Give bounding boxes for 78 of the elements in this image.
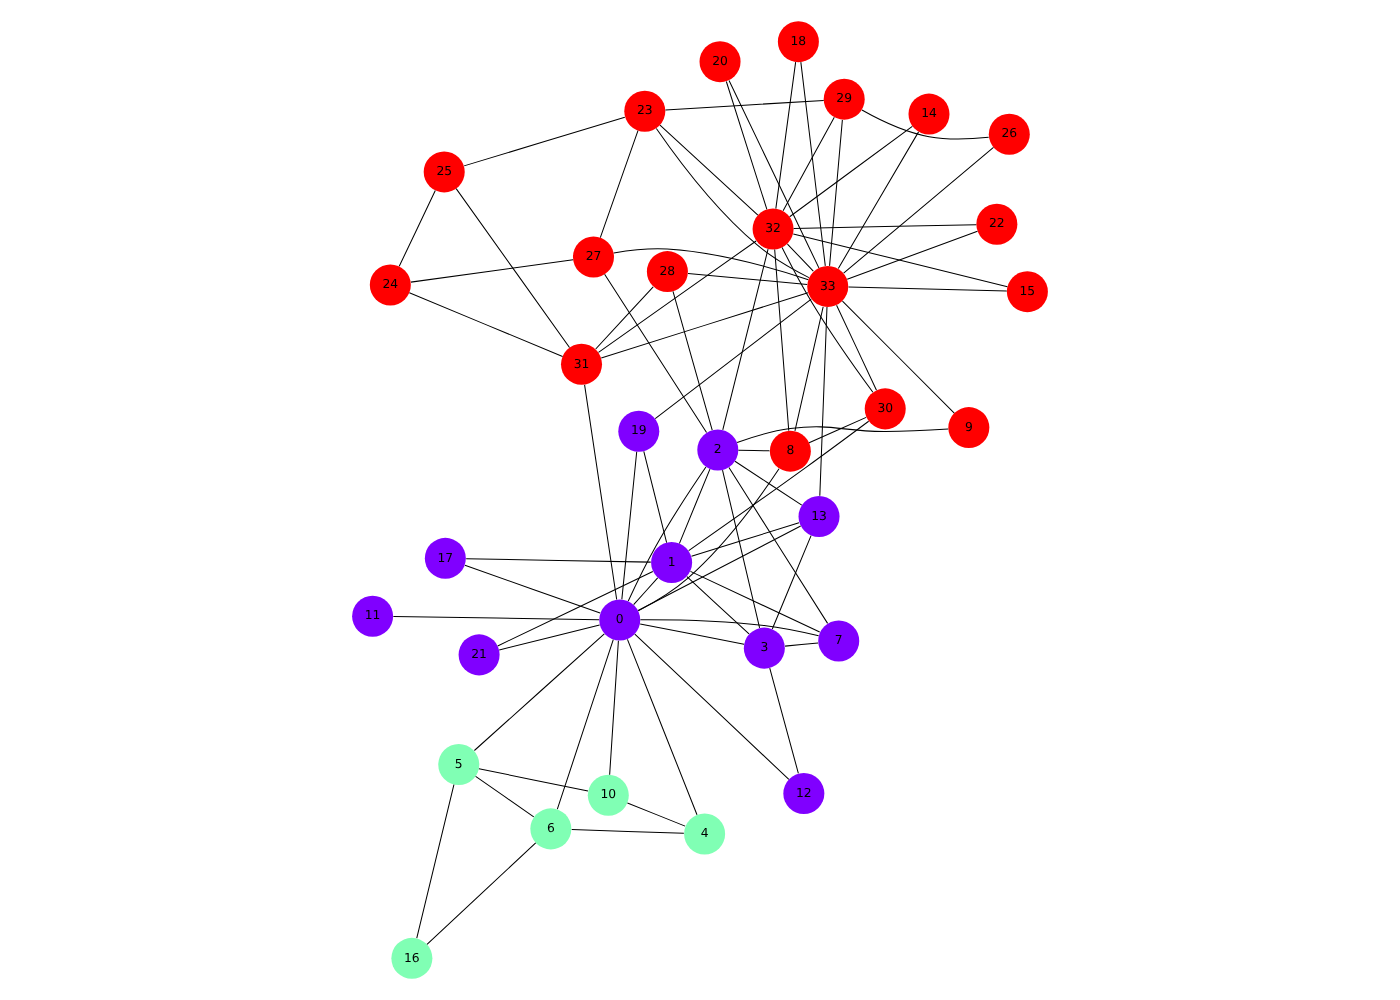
- connector: [861, 109, 990, 140]
- connector: [808, 416, 867, 444]
- connector: [687, 273, 808, 286]
- connector: [609, 640, 619, 776]
- connector: [626, 802, 686, 827]
- connector: [793, 224, 977, 230]
- connector: [410, 259, 574, 283]
- connector: [664, 99, 825, 111]
- connector: [600, 292, 809, 359]
- connector: [782, 116, 835, 212]
- connector: [769, 667, 799, 774]
- connector: [781, 246, 874, 393]
- connector: [829, 119, 843, 267]
- connector: [473, 633, 605, 752]
- connector: [595, 286, 654, 350]
- connector: [789, 125, 913, 218]
- connector: [678, 468, 711, 544]
- connector: [584, 384, 618, 600]
- connector: [398, 190, 436, 267]
- connector: [690, 522, 800, 557]
- connector: [725, 81, 768, 210]
- connector: [633, 577, 659, 606]
- connector: [392, 616, 600, 621]
- connector: [637, 525, 802, 611]
- connector: [841, 300, 955, 414]
- connector: [604, 273, 708, 433]
- connector: [722, 469, 761, 629]
- connector: [672, 290, 713, 431]
- connector: [686, 576, 750, 635]
- connector: [736, 426, 949, 443]
- connector: [728, 467, 829, 624]
- connector: [688, 420, 870, 552]
- connector: [643, 450, 668, 544]
- connector: [775, 61, 797, 210]
- connector: [598, 240, 757, 353]
- connector: [722, 248, 769, 431]
- connector: [475, 775, 535, 818]
- connector: [556, 639, 614, 810]
- connector: [613, 248, 809, 281]
- connector: [627, 466, 707, 602]
- connector: [498, 624, 601, 651]
- connector: [792, 233, 1008, 288]
- connector: [408, 292, 564, 357]
- connector: [478, 768, 589, 792]
- connector: [846, 230, 978, 280]
- connector: [426, 842, 537, 945]
- connector: [737, 449, 770, 452]
- connector: [497, 571, 654, 647]
- connector: [637, 468, 780, 612]
- connector: [800, 61, 826, 267]
- connector: [634, 633, 790, 780]
- connector: [837, 131, 920, 269]
- connector: [728, 79, 820, 269]
- connector: [794, 306, 824, 432]
- connector: [639, 619, 820, 637]
- connector: [465, 558, 652, 563]
- connector: [689, 570, 821, 633]
- connector: [626, 638, 698, 816]
- connector: [819, 306, 828, 497]
- connector: [463, 116, 626, 167]
- connector: [621, 451, 638, 600]
- connector: [786, 243, 814, 272]
- connector: [659, 124, 759, 216]
- connector: [771, 535, 812, 630]
- connector: [654, 298, 812, 420]
- connector: [455, 188, 570, 348]
- connector: [843, 146, 994, 274]
- connector: [599, 130, 639, 239]
- connector: [464, 564, 601, 614]
- connector: [416, 784, 455, 939]
- connector: [734, 460, 803, 506]
- connector: [848, 286, 1008, 292]
- connector: [836, 304, 877, 391]
- connector: [571, 829, 685, 834]
- connector: [784, 642, 819, 647]
- connector: [639, 623, 745, 645]
- connector: [774, 248, 790, 432]
- connector: [655, 127, 810, 279]
